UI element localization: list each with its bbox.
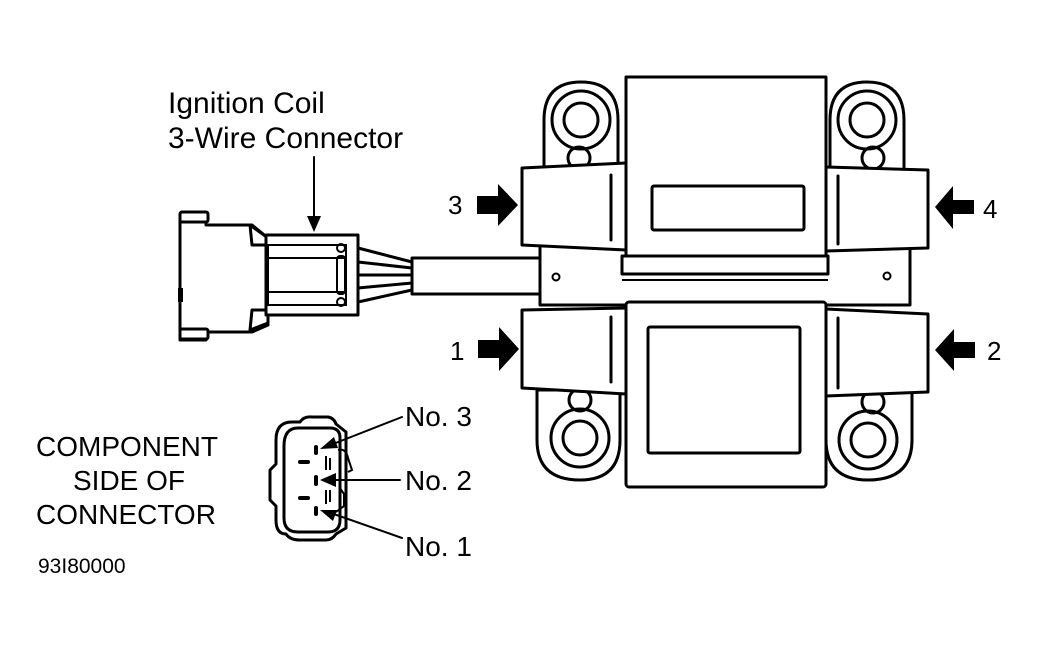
- title-line2: 3-Wire Connector: [168, 122, 403, 155]
- component-side-line1: COMPONENT: [36, 431, 218, 462]
- terminal-3-callout: 3: [448, 184, 518, 226]
- coil-pack: [520, 75, 930, 489]
- terminal-4-label: 4: [983, 194, 997, 224]
- terminal-4-callout: 4: [935, 186, 997, 229]
- arrow-left-icon: [935, 186, 974, 229]
- connector-face-view: [268, 415, 354, 542]
- terminal-2-label: 2: [987, 336, 1001, 366]
- title-pointer-arrow: [307, 156, 321, 232]
- tower-4: [824, 165, 930, 253]
- terminal-2-callout: 2: [935, 329, 1001, 371]
- terminal-1-callout: 1: [450, 327, 519, 371]
- pin-2-label: No. 2: [405, 465, 472, 496]
- tower-3: [520, 161, 628, 252]
- terminal-3-label: 3: [448, 190, 462, 220]
- figure-id: 93I80000: [38, 555, 126, 578]
- pin-3-label: No. 3: [405, 401, 472, 432]
- arrow-right-icon: [478, 327, 519, 371]
- pin-3-callout: No. 3: [320, 401, 472, 449]
- pin-2-callout: No. 2: [320, 465, 472, 496]
- harness-connector: [178, 210, 544, 342]
- arrow-right-icon: [477, 184, 518, 226]
- component-side-line2: SIDE OF: [73, 465, 185, 496]
- terminal-1-label: 1: [450, 336, 464, 366]
- component-side-line3: CONNECTOR: [36, 499, 216, 530]
- pin-1-label: No. 1: [405, 531, 472, 562]
- tower-1: [520, 306, 628, 396]
- title-line1: Ignition Coil: [168, 87, 325, 120]
- tower-2: [824, 307, 930, 398]
- pin-1-callout: No. 1: [320, 510, 472, 562]
- arrow-left-icon: [935, 329, 975, 371]
